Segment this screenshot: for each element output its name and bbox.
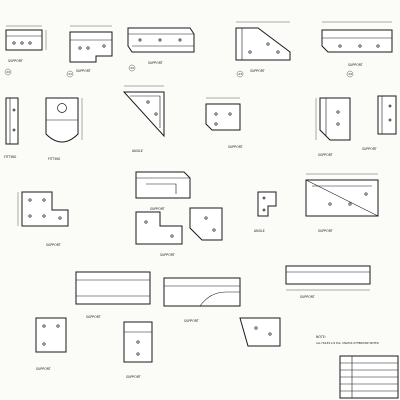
part-detail-12: SUPPORT [17, 191, 69, 247]
part-label: SUPPORT [46, 243, 61, 247]
note-label: NOTE: [316, 335, 326, 339]
part-label: SUPPORT [348, 63, 363, 67]
title-block [339, 355, 399, 399]
part-label: SUPPORT [250, 69, 265, 73]
part-detail-15: ANGLE [254, 191, 277, 233]
part-detail-17: SUPPORT [75, 271, 151, 319]
part-label: SUPPORT [318, 153, 333, 157]
part-detail-16: SUPPORT [305, 173, 379, 233]
part-label: SUPPORT [300, 295, 315, 299]
part-label: ANGLE [254, 229, 265, 233]
part-label: SUPPORT [126, 375, 141, 379]
part-label: FITTING [48, 157, 61, 161]
part-detail-6: FITTING [4, 97, 19, 159]
part-detail-10: SUPPORT [315, 97, 351, 157]
part-number: 20 [6, 70, 10, 74]
part-detail-13: SUPPORT [135, 171, 191, 211]
part-detail-2: SUPPORT 21 [66, 25, 113, 78]
part-detail-19: SUPPORT [285, 265, 371, 299]
part-detail-20: SUPPORT [35, 317, 67, 371]
part-label: SUPPORT [148, 61, 163, 65]
part-label: SUPPORT [160, 253, 175, 257]
part-detail-4: SUPPORT 23 [235, 21, 291, 78]
part-number: 24 [348, 72, 352, 76]
part-detail-5: SUPPORT 24 [321, 21, 393, 78]
part-number: 21 [68, 72, 72, 76]
part-detail-8: ANGLE [122, 85, 165, 153]
part-label: FITTING [4, 155, 17, 159]
part-detail-18: SUPPORT [163, 277, 241, 323]
part-label: SUPPORT [36, 367, 51, 371]
part-detail-7: FITTING [45, 97, 83, 161]
part-detail-9: SUPPORT [205, 97, 243, 149]
note-text: ALL HOLES 1/4 DIA. UNLESS OTHERWISE NOTE… [316, 341, 379, 345]
part-number: 22 [130, 66, 134, 70]
part-label: SUPPORT [318, 229, 333, 233]
part-label: SUPPORT [150, 207, 165, 211]
part-detail-21: SUPPORT [123, 317, 281, 379]
part-number: 23 [238, 72, 242, 76]
part-detail-11: SUPPORT [362, 95, 397, 151]
part-label: ANGLE [132, 149, 143, 153]
part-detail-1: SUPPORT 20 [4, 25, 47, 76]
part-detail-3: SUPPORT 22 [127, 27, 195, 72]
part-label: SUPPORT [362, 147, 377, 151]
part-label: SUPPORT [228, 145, 243, 149]
part-detail-14: SUPPORT [135, 207, 223, 257]
part-label: SUPPORT [184, 319, 199, 323]
part-label: SUPPORT [86, 315, 101, 319]
part-label: SUPPORT [8, 59, 23, 63]
part-label: SUPPORT [76, 69, 91, 73]
